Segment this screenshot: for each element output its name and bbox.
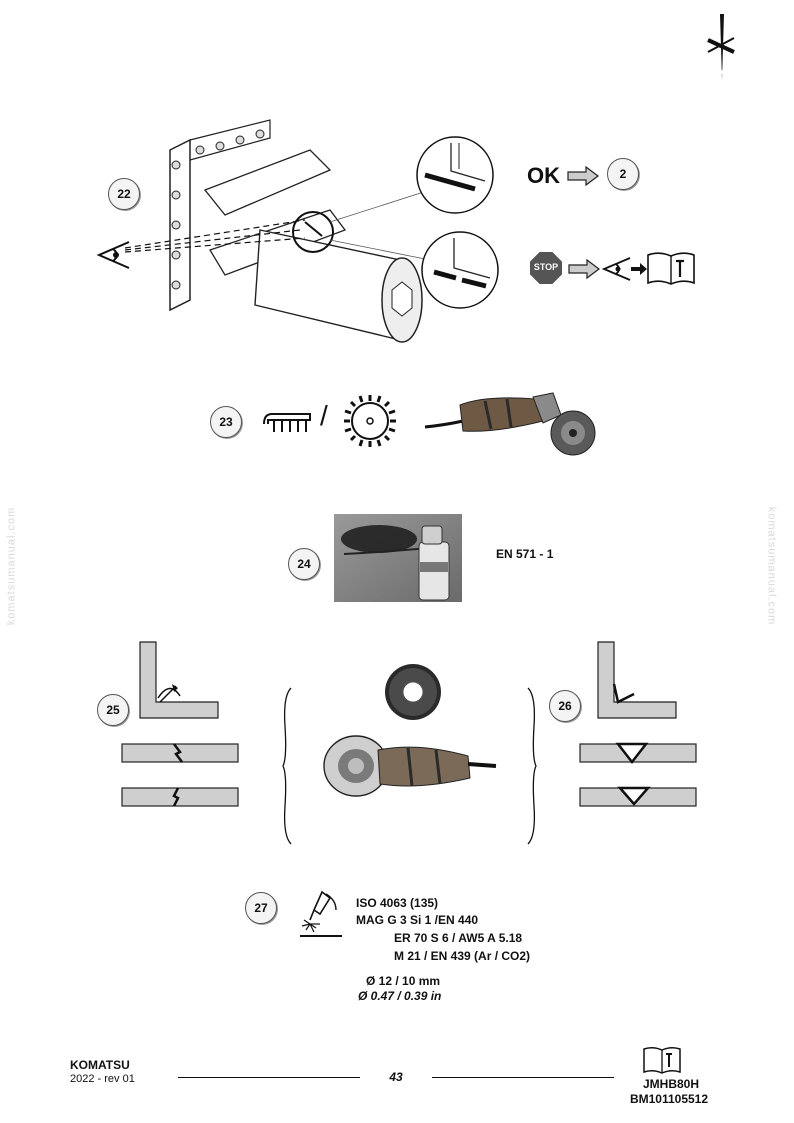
manual-book-icon (643, 1046, 681, 1074)
bracket-right (527, 687, 537, 845)
footer-brand: KOMATSU (70, 1058, 130, 1072)
weld-joint-crack-diagram (121, 641, 239, 807)
wire-wheel-icon (344, 395, 396, 447)
manual-book-icon (647, 252, 695, 285)
arrow-right-icon (631, 263, 647, 275)
tools-icon (707, 14, 735, 80)
step-27-badge: 27 (245, 892, 277, 924)
ok-label: OK (527, 163, 560, 188)
eye-icon (96, 241, 130, 269)
wire-diameter-in: Ø 0.47 / 0.39 in (358, 989, 442, 1003)
boom-bracket-drawing (124, 119, 431, 343)
footer-revision: 2022 - rev 01 (70, 1073, 135, 1085)
welding-wire-aws-line: ER 70 S 6 / AW5 A 5.18 (394, 931, 523, 945)
crack-detection-spray-photo (334, 514, 462, 602)
weld-crack-detail (421, 231, 499, 309)
footer-model: JMHB80H (642, 1077, 699, 1091)
grinding-disc-photo (385, 664, 441, 720)
page-number: 43 (389, 1070, 403, 1084)
mig-welding-torch-icon (300, 890, 342, 937)
spray-standard-label: EN 571 - 1 (496, 547, 554, 561)
or-separator: / (320, 400, 328, 431)
angle-grinder-wire-brush-photo (424, 392, 596, 456)
step-23-badge: 23 (210, 406, 242, 438)
step-26-badge: 26 (549, 690, 581, 722)
wire-diameter-mm: Ø 12 / 10 mm (366, 974, 441, 988)
wire-brush-icon (263, 413, 311, 432)
footer-rule-left (178, 1077, 360, 1078)
welding-gas-line: M 21 / EN 439 (Ar / CO2) (394, 949, 531, 963)
arrow-right-icon (567, 165, 599, 187)
footer-doc-code: BM101105512 (629, 1092, 709, 1106)
step-25-badge: 25 (97, 694, 129, 726)
eye-icon (601, 257, 631, 281)
weld-ok-detail (416, 136, 494, 214)
arrow-right-icon (568, 258, 600, 280)
next-step-badge: 2 (607, 158, 639, 190)
stop-sign (530, 252, 562, 284)
watermark-right: komatsumanual.com (765, 506, 778, 626)
step-22-badge: 22 (108, 178, 140, 210)
stop-label: STOP (533, 262, 559, 272)
step-24-badge: 24 (288, 548, 320, 580)
angle-grinder-photo (323, 735, 497, 797)
welding-wire-line: MAG G 3 Si 1 /EN 440 (356, 913, 479, 927)
footer-rule-right (432, 1077, 614, 1078)
watermark-left: komatsumanual.com (5, 506, 18, 626)
weld-joint-groove-diagram (579, 641, 697, 807)
welding-process-line: ISO 4063 (135) (356, 896, 439, 910)
bracket-left (282, 687, 292, 845)
